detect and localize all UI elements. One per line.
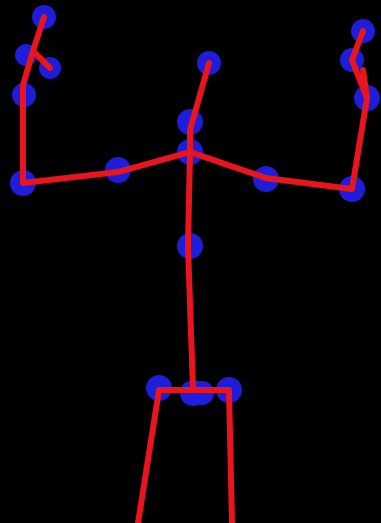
bone-right-leg (229, 390, 232, 523)
